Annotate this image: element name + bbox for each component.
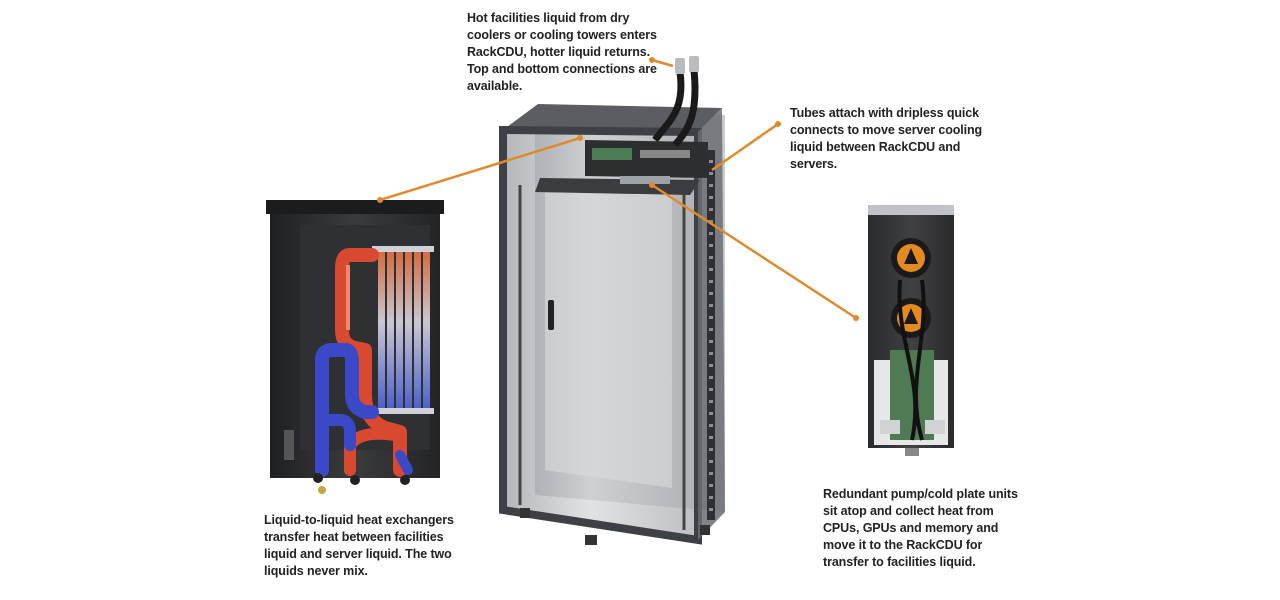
server-rack	[499, 56, 725, 545]
rack-inner-opening	[545, 190, 672, 488]
callout-pump-cold-plates: Redundant pump/cold plate units sit atop…	[823, 487, 1018, 569]
server-chassis-top	[868, 205, 954, 215]
cold-liquid-pipe	[315, 343, 379, 477]
leader-line-left	[379, 136, 581, 202]
facility-hose-return	[672, 69, 699, 148]
cdu-top-lip	[266, 200, 444, 214]
pump-1-logo	[904, 248, 918, 264]
rack-foot-right	[700, 525, 710, 535]
leader-lines	[379, 58, 857, 320]
leader-dots	[377, 57, 859, 321]
server-tube-2	[913, 279, 926, 441]
heat-exchanger-top-manifold	[372, 246, 434, 252]
cdu-fitting-2	[350, 475, 360, 485]
cdu-valve	[318, 486, 326, 494]
rack-connector-block	[620, 176, 670, 184]
leader-dot-rack	[577, 135, 583, 141]
cold-liquid-pipe-outlet	[395, 450, 413, 475]
rack-shelf	[535, 178, 700, 195]
pump-2-logo	[904, 308, 918, 324]
cdu-cutaway	[266, 200, 444, 494]
rack-door-handle	[548, 300, 554, 330]
rack-foot-left	[520, 508, 530, 518]
heat-exchanger-bottom-manifold	[372, 408, 434, 414]
leader-dot-left	[377, 197, 383, 203]
rack-cdu-fittings	[640, 150, 690, 158]
callout-facilities-liquid: Hot facilities liquid from dry coolers o…	[467, 11, 657, 93]
leader-line-server	[651, 183, 857, 320]
server-blade	[868, 205, 954, 456]
server-tube-1	[897, 279, 918, 441]
cdu-side-component	[284, 430, 294, 460]
rack-pdu-holes	[709, 160, 713, 511]
server-quick-connect	[905, 448, 919, 456]
cdu-fitting-3	[400, 475, 410, 485]
facility-connector-2	[689, 56, 699, 72]
leader-dot-connector	[649, 182, 655, 188]
leader-dot-right	[775, 121, 781, 127]
server-connector-left	[880, 420, 900, 434]
leader-dot-server	[853, 315, 859, 321]
rack-foot-front	[585, 535, 597, 545]
leader-dot-top	[649, 57, 655, 63]
facility-hose-supply	[652, 71, 685, 143]
heat-exchanger-plates	[378, 250, 430, 410]
callout-quick-connects: Tubes attach with dripless quick connect…	[790, 106, 983, 171]
cdu-fitting-1	[313, 473, 323, 483]
leader-line-right	[711, 122, 779, 172]
server-connector-right	[925, 420, 945, 434]
rack-pdu-strip	[707, 150, 715, 520]
leader-line-top	[651, 58, 674, 68]
cold-liquid-pipe-branch	[324, 414, 356, 451]
rack-cdu-board	[592, 148, 632, 160]
callout-heat-exchangers: Liquid-to-liquid heat exchangers transfe…	[264, 513, 454, 578]
facility-connector-1	[675, 58, 685, 74]
